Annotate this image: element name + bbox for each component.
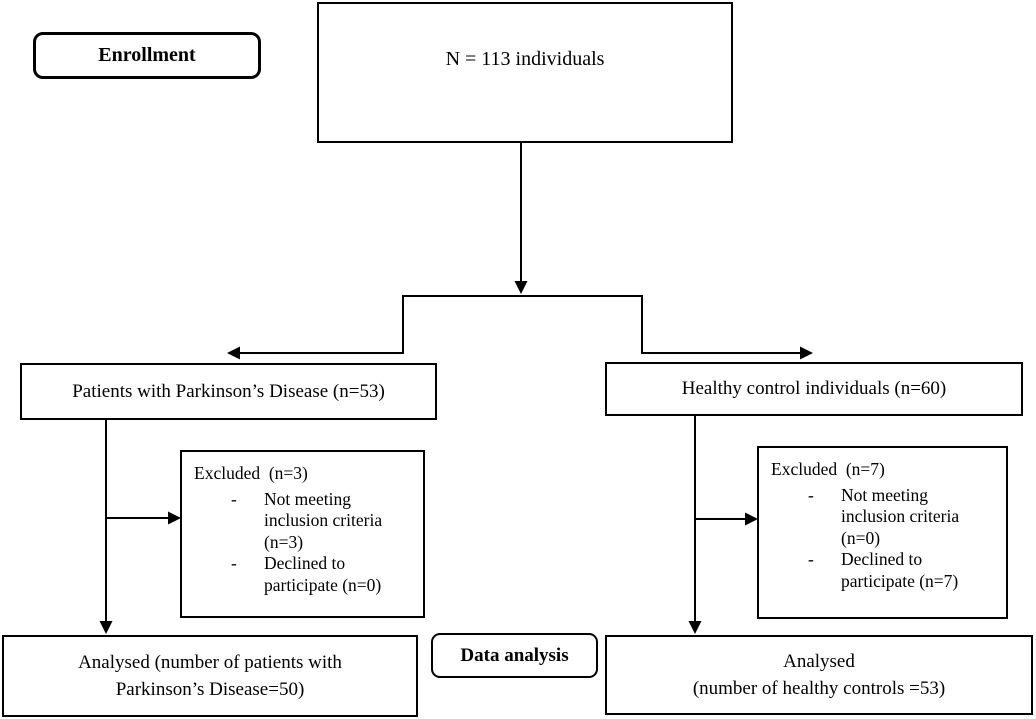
arrow-hc-to-analysed-head	[688, 621, 702, 634]
data-analysis-stage-label: Data analysis	[431, 633, 598, 678]
arrow-pd-to-analysed-head	[99, 621, 113, 634]
pd-excluded-item-2: - Declined to participate (n=0)	[231, 553, 417, 596]
hyphen-bullet: -	[808, 484, 814, 505]
hc-excluded-item-2-text: Declined to participate (n=7)	[841, 549, 959, 591]
total-individuals-box: N = 113 individuals	[317, 2, 733, 143]
hc-excluded-item-2: - Declined to participate (n=7)	[808, 549, 1000, 592]
pd-excluded-box: Excluded (n=3) - Not meeting inclusion c…	[180, 450, 425, 618]
hyphen-bullet: -	[231, 553, 237, 573]
pd-group-box: Patients with Parkinson’s Disease (n=53)	[20, 363, 437, 420]
pd-excluded-title: Excluded (n=3)	[194, 463, 308, 483]
pd-excluded-item-1-text: Not meeting inclusion criteria (n=3)	[264, 488, 383, 552]
hyphen-bullet: -	[231, 488, 237, 509]
arrow-split-to-hc-head	[800, 346, 813, 360]
pd-analysed-line-2: Parkinson’s Disease=50)	[115, 679, 305, 700]
hc-group-box: Healthy control individuals (n=60)	[605, 362, 1023, 416]
hc-excluded-item-1-text: Not meeting inclusion criteria (n=0)	[841, 484, 960, 548]
hyphen-bullet: -	[808, 549, 814, 569]
arrow-pd-to-excluded-head	[168, 511, 181, 525]
hc-analysed-line-1: Analysed	[783, 651, 855, 672]
hc-excluded-box: Excluded (n=7) - Not meeting inclusion c…	[757, 446, 1008, 619]
hc-group-text: Healthy control individuals (n=60)	[681, 378, 947, 399]
arrow-split-to-pd-head	[227, 346, 240, 360]
pd-analysed-line-1: Analysed (number of patients with	[78, 652, 342, 673]
arrow-total-to-split-head	[514, 281, 528, 294]
pd-excluded-item-2-text: Declined to participate (n=0)	[264, 553, 382, 595]
pd-analysed-box: Analysed (number of patients with Parkin…	[2, 635, 418, 717]
hc-excluded-title: Excluded (n=7)	[771, 459, 885, 479]
total-individuals-text: N = 113 individuals	[445, 48, 605, 70]
hc-excluded-item-1: - Not meeting inclusion criteria (n=0)	[808, 485, 1000, 550]
split-connector	[402, 295, 643, 353]
hc-analysed-box: Analysed (number of healthy controls =53…	[605, 635, 1033, 715]
pd-excluded-item-1: - Not meeting inclusion criteria (n=3)	[231, 489, 417, 554]
enrollment-stage-label: Enrollment	[33, 32, 261, 79]
hc-analysed-line-2: (number of healthy controls =53)	[692, 678, 946, 699]
pd-group-text: Patients with Parkinson’s Disease (n=53)	[72, 380, 385, 402]
arrow-hc-to-excluded-head	[745, 512, 758, 526]
